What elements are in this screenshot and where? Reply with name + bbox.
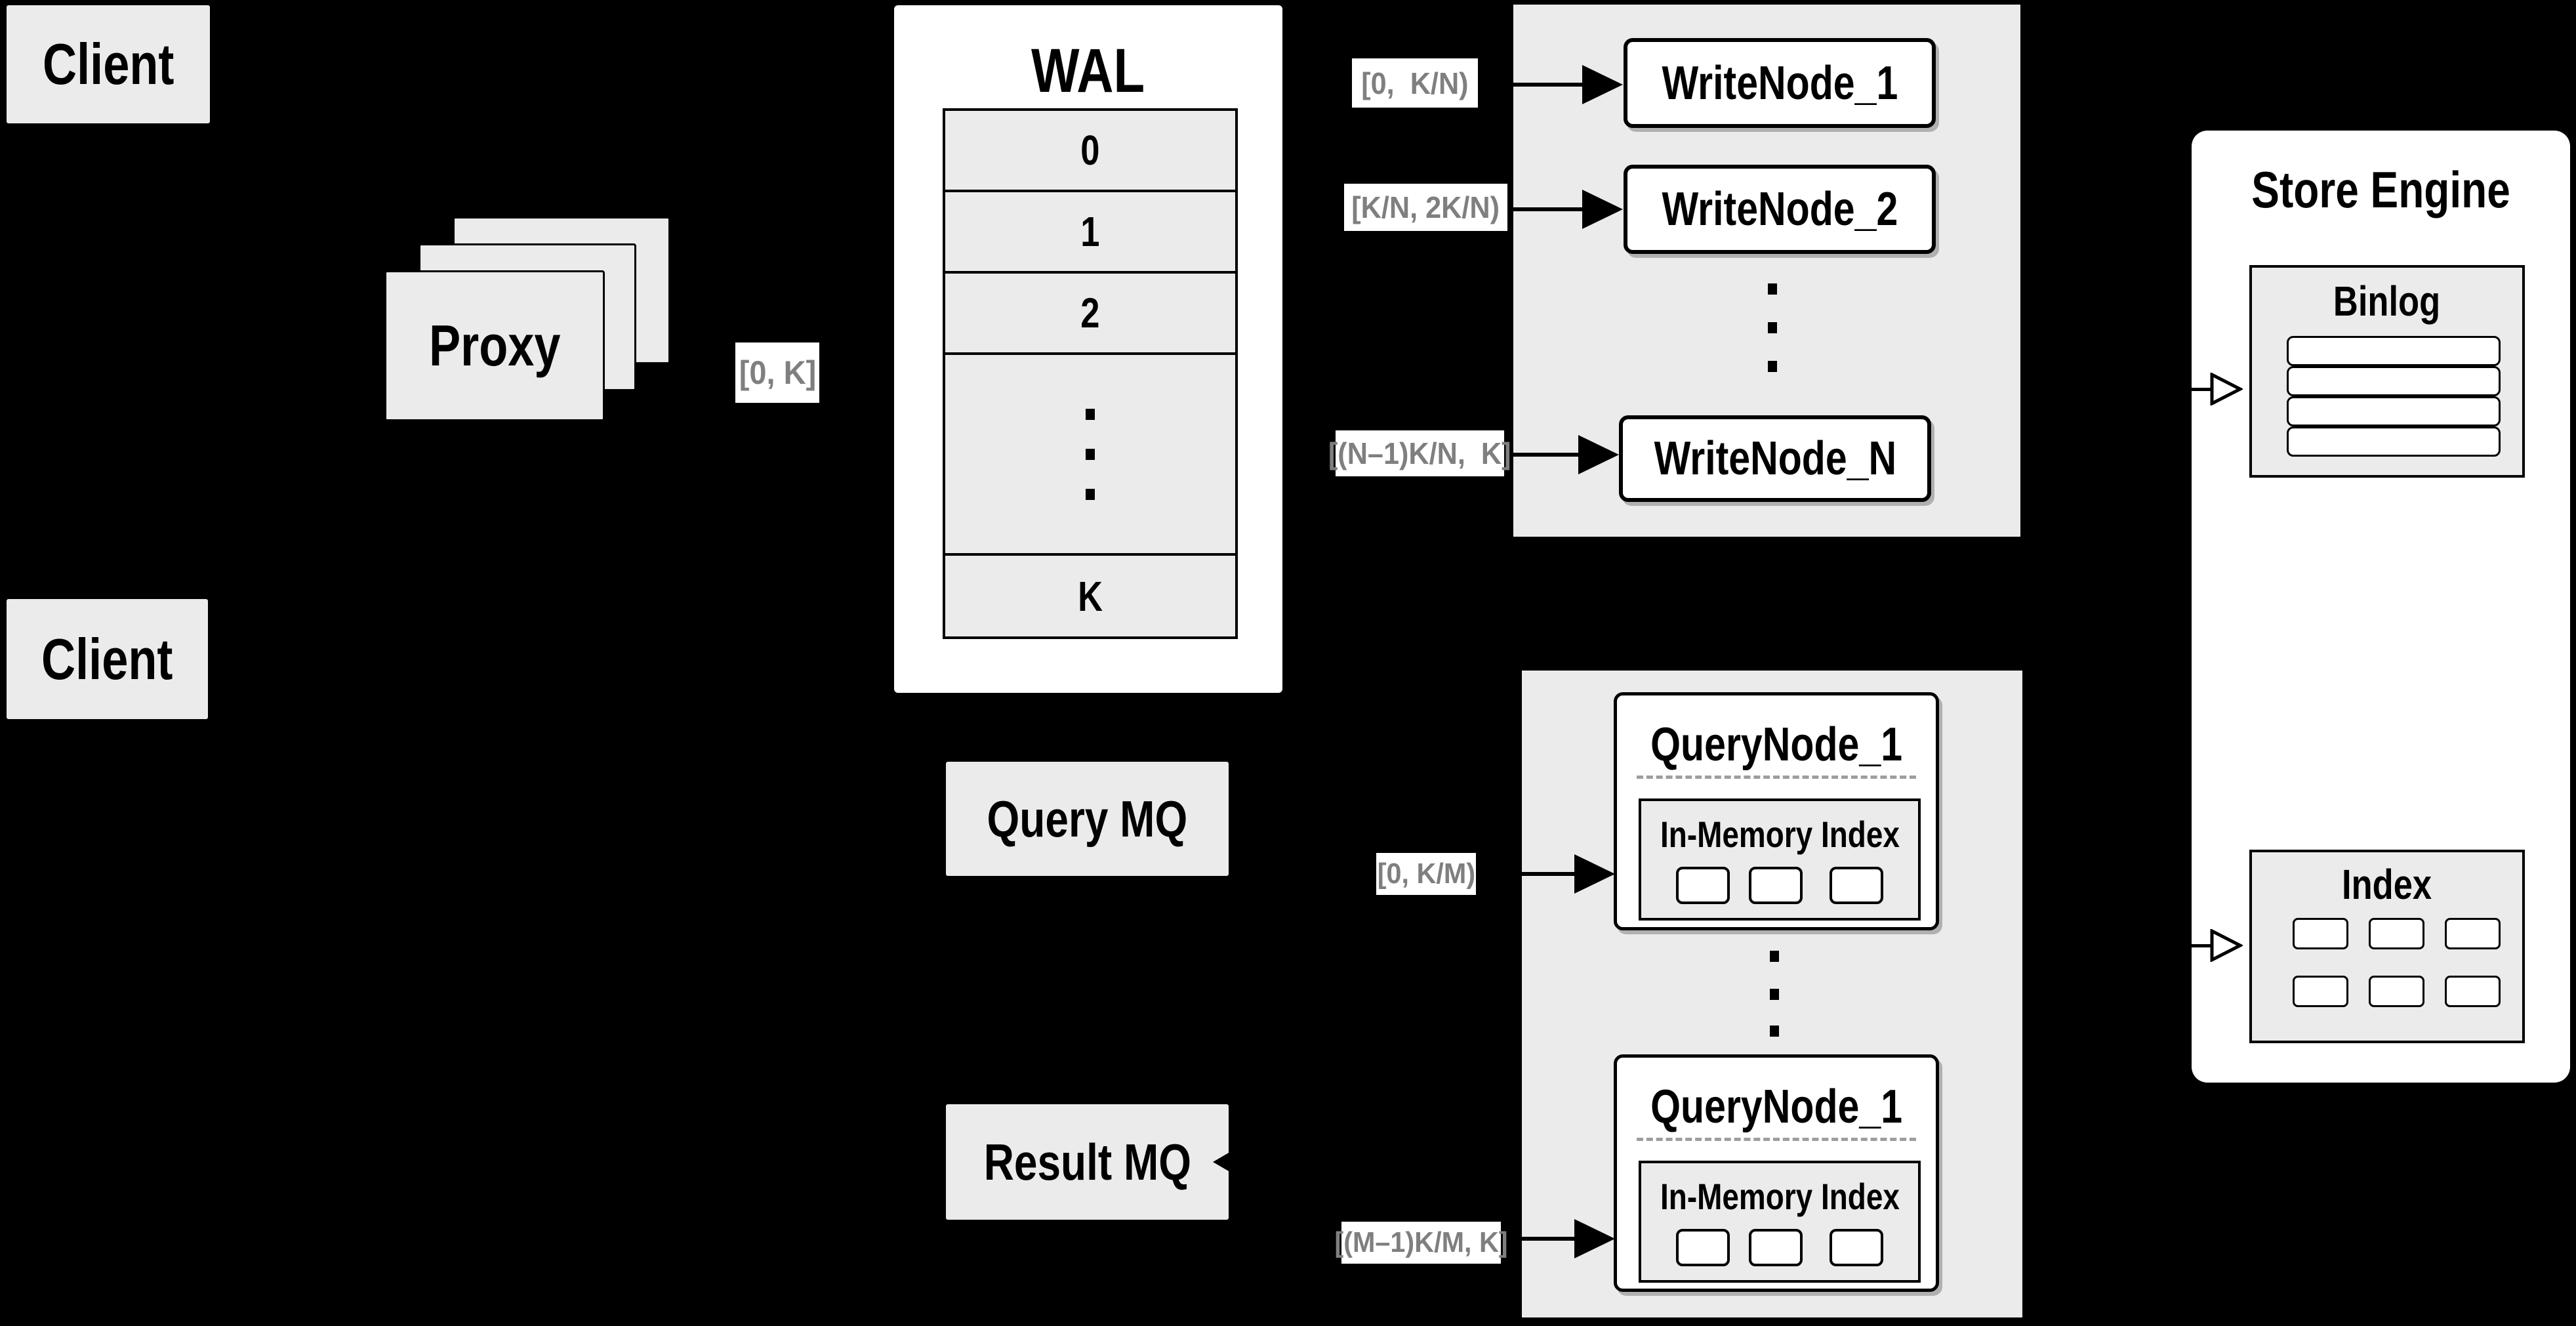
client-top-box: Client (7, 5, 210, 123)
ellipsis-dot (1768, 322, 1777, 333)
wal-title: WAL (1031, 35, 1145, 106)
client-bottom-label: Client (41, 626, 173, 692)
client-bottom-box: Client (7, 599, 208, 719)
in-memory-index-box-2: In-Memory Index (1639, 1161, 1921, 1283)
wal-row-ellipsis (945, 355, 1235, 556)
ellipsis-dot (1086, 488, 1095, 500)
ellipsis-dot (1770, 951, 1779, 962)
open-arrow-head-index-icon (2210, 929, 2243, 962)
store-engine-title-wrap: Store Engine (2192, 154, 2570, 226)
memory-segment (1676, 1229, 1730, 1266)
arrow-shaft-to-index (2192, 944, 2211, 947)
client-top-label: Client (42, 31, 174, 96)
result-mq-label: Result MQ (983, 1132, 1191, 1191)
range-label-querynode-1: [0, K/M) (1376, 853, 1476, 895)
index-segment (2445, 918, 2501, 949)
in-memory-index-box-1: In-Memory Index (1639, 798, 1921, 921)
querynode-group-panel: QueryNode_1 In-Memory Index QueryNode_1 (1522, 671, 2022, 1317)
binlog-title: Binlog (2333, 278, 2441, 325)
arrow-shaft-writenode-2 (1513, 207, 1582, 211)
wal-title-wrap: WAL (894, 35, 1282, 107)
arrow-head-querynode-1 (1574, 854, 1615, 894)
binlog-segment (2287, 366, 2501, 396)
binlog-segment (2287, 396, 2501, 426)
range-label-querynode-m: [(M–1)K/M, K] (1334, 1222, 1508, 1264)
open-arrow-head-binlog-icon (2210, 373, 2243, 405)
querynode-2-separator (1637, 1138, 1916, 1141)
range-label-proxy-to-wal: [0, K] (735, 342, 819, 403)
binlog-box: Binlog (2249, 265, 2525, 478)
index-box: Index (2249, 850, 2525, 1043)
wal-row-1: 1 (945, 192, 1235, 274)
query-mq-label: Query MQ (987, 789, 1188, 848)
memory-segment (1749, 867, 1803, 904)
result-mq-box: Result MQ (946, 1104, 1229, 1220)
memory-segment (1676, 867, 1730, 904)
binlog-segment (2287, 336, 2501, 366)
querynode-1-separator (1637, 776, 1916, 779)
wal-row-2: 2 (945, 274, 1235, 355)
arrow-shaft-to-binlog (2192, 388, 2211, 391)
arrow-shaft-writenode-1 (1513, 83, 1582, 87)
querynode-2-title: QueryNode_1 (1650, 1081, 1902, 1133)
arrow-shaft-querynode-m (1522, 1237, 1582, 1241)
memory-segment (1830, 867, 1883, 904)
store-engine-title: Store Engine (2251, 160, 2510, 218)
querynode-1-title: QueryNode_1 (1650, 718, 1902, 771)
writenode-2-box: WriteNode_2 (1624, 165, 1936, 254)
index-segment (2293, 918, 2348, 949)
proxy-card-front: Proxy (384, 270, 605, 421)
index-segment (2445, 976, 2501, 1007)
writenode-n-box: WriteNode_N (1619, 415, 1931, 502)
arrow-shaft-writenode-n (1513, 453, 1578, 457)
ellipsis-dot (1086, 448, 1095, 460)
writenode-1-box: WriteNode_1 (1624, 38, 1936, 128)
index-segment (2369, 976, 2424, 1007)
ellipsis-dot (1768, 283, 1777, 295)
writenode-n-label: WriteNode_N (1654, 432, 1896, 485)
writenode-2-label: WriteNode_2 (1662, 183, 1898, 236)
ellipsis-dot (1768, 361, 1777, 372)
arrow-shaft-querynode-1 (1522, 872, 1582, 876)
memory-segment (1749, 1229, 1803, 1266)
arrow-head-into-result-mq (1213, 1153, 1229, 1171)
in-memory-index-label-2: In-Memory Index (1660, 1175, 1900, 1217)
arrow-head-writenode-2 (1582, 190, 1623, 229)
query-mq-box: Query MQ (946, 762, 1229, 876)
index-segment (2369, 918, 2424, 949)
range-label-writenode-n: [(N–1)K/N, K] (1328, 430, 1511, 476)
ellipsis-dot (1770, 1026, 1779, 1037)
wal-panel: WAL 0 1 2 K (894, 5, 1282, 693)
ellipsis-dot (1086, 408, 1095, 420)
wal-row-0: 0 (945, 111, 1235, 192)
proxy-label: Proxy (428, 313, 561, 378)
wal-table: 0 1 2 K (943, 108, 1238, 639)
store-engine-panel: Store Engine Binlog Index (2192, 131, 2570, 1083)
memory-segment (1830, 1229, 1883, 1266)
index-segment (2293, 976, 2348, 1007)
arrow-head-querynode-m (1574, 1219, 1615, 1258)
ellipsis-dot (1770, 989, 1779, 1000)
range-label-writenode-2: [K/N, 2K/N) (1344, 184, 1507, 231)
querynode-2-box: QueryNode_1 In-Memory Index (1614, 1054, 1939, 1292)
writenode-1-label: WriteNode_1 (1662, 56, 1898, 110)
arrow-head-writenode-n (1578, 435, 1619, 474)
range-label-writenode-1: [0, K/N) (1352, 58, 1478, 108)
in-memory-index-label-1: In-Memory Index (1660, 813, 1900, 855)
wal-row-k: K (945, 556, 1235, 636)
index-title: Index (2342, 861, 2432, 908)
querynode-1-box: QueryNode_1 In-Memory Index (1614, 692, 1939, 930)
binlog-segment (2287, 426, 2501, 457)
writenode-group-panel: WriteNode_1 WriteNode_2 WriteNode_N (1513, 5, 2020, 537)
arrow-head-writenode-1 (1582, 65, 1623, 104)
